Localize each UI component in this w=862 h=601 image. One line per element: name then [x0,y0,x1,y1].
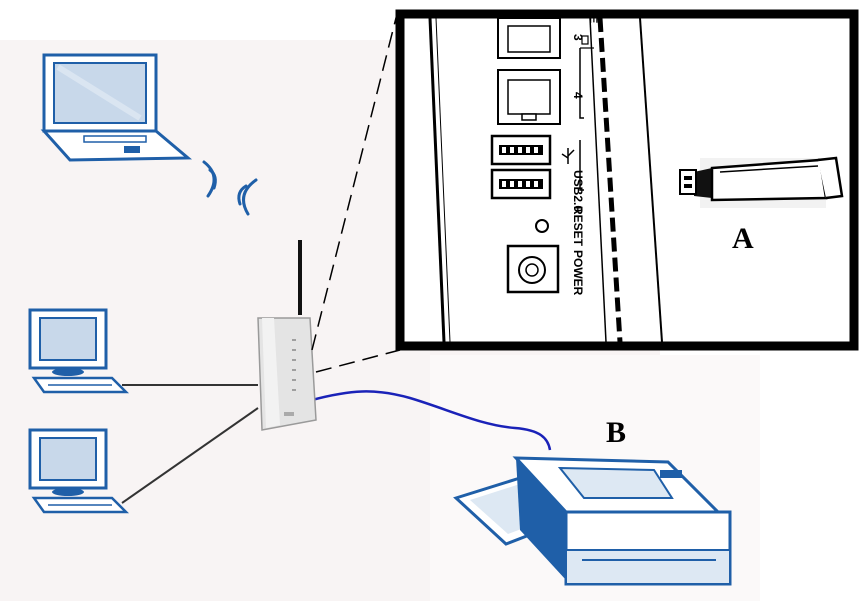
usb-port-2 [490,168,552,200]
reset-label: RESET [571,206,585,247]
power-jack [506,244,560,294]
usb-flash-drive-icon [679,156,844,208]
desktop-computer-icon [28,308,130,394]
callout-label-b: B [606,416,626,449]
wireless-signal-icon [202,160,258,216]
usb-trident-icon [561,148,575,164]
power-label: POWER [571,250,585,296]
edge-label: E [587,16,599,23]
desktop-computer-icon [28,428,130,514]
printer-icon [453,456,732,586]
ethernet-cable-2 [121,407,259,504]
callout-label-a: A [732,222,754,255]
callout-line-bottom [315,349,401,373]
reset-button [535,219,549,233]
usb-label: USB2.0 [571,170,585,212]
callout-line-top [311,9,399,351]
port-closeup-inset: 3 4 USB2.0 RESET POWER E [395,9,859,351]
usb-cable [311,390,552,451]
usb-port-1 [490,134,552,166]
lan4-label: 4 [571,92,585,99]
router-icon [257,240,317,431]
lan-port-3 [497,17,561,59]
lan3-label: 3 [571,34,585,41]
laptop-icon [40,53,193,162]
lan-port-4 [497,69,561,125]
